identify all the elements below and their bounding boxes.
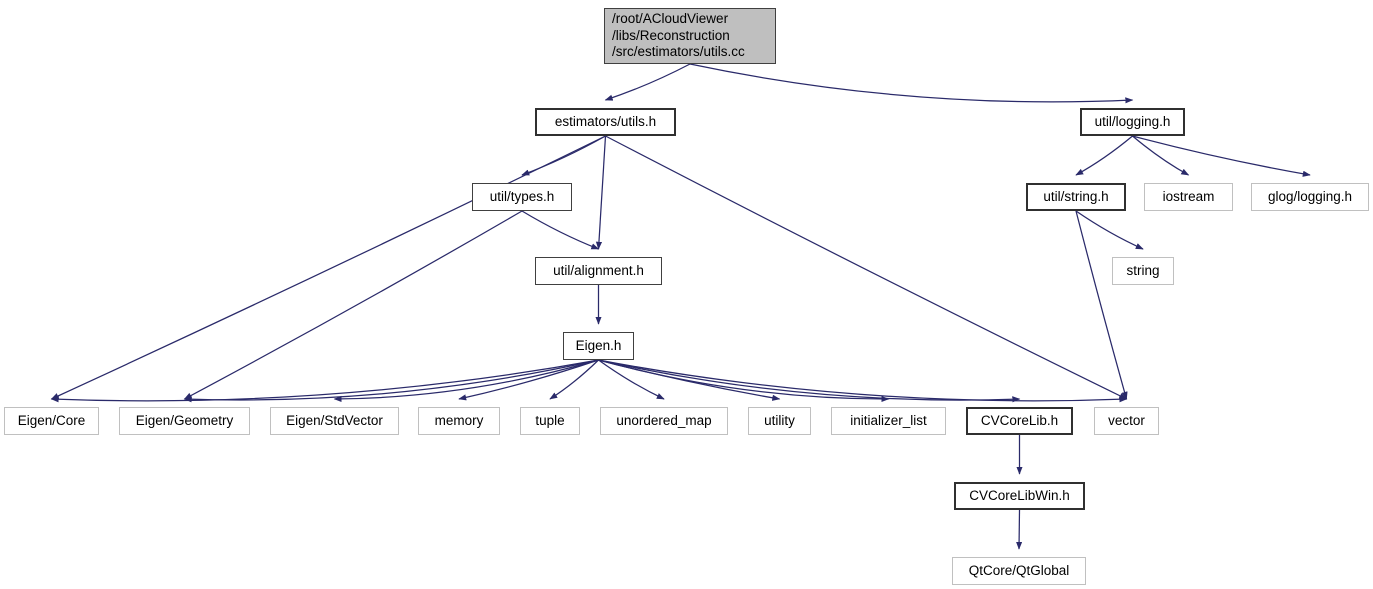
graph-edge-stringh-to-string — [1075, 210, 1144, 250]
graph-node-eigenh[interactable]: Eigen.h — [563, 332, 634, 360]
graph-edge-types-to-eigengeom — [183, 210, 523, 400]
graph-node-string[interactable]: string — [1112, 257, 1174, 285]
graph-node-stringh[interactable]: util/string.h — [1026, 183, 1126, 211]
graph-edge-root-to-logging — [689, 63, 1134, 104]
graph-node-root[interactable]: /root/ACloudViewer /libs/Reconstruction … — [604, 8, 776, 64]
graph-edge-eigenh-to-cvcorelib — [598, 359, 1021, 403]
graph-edge-eigenh-to-eigencore — [50, 359, 599, 403]
graph-edge-eigenh-to-eigenstdvec — [333, 359, 599, 403]
graph-node-qtglobal[interactable]: QtCore/QtGlobal — [952, 557, 1086, 585]
graph-node-estutils[interactable]: estimators/utils.h — [535, 108, 676, 136]
graph-edge-eigenh-to-unordered — [598, 359, 665, 400]
graph-node-eigengeom[interactable]: Eigen/Geometry — [119, 407, 250, 435]
graph-node-iostream[interactable]: iostream — [1144, 183, 1233, 211]
graph-node-unordered[interactable]: unordered_map — [600, 407, 728, 435]
graph-edge-eigenh-to-tuple — [549, 359, 599, 400]
graph-edge-stringh-to-vector — [1075, 210, 1128, 400]
graph-node-tuple[interactable]: tuple — [520, 407, 580, 435]
graph-node-alignment[interactable]: util/alignment.h — [535, 257, 662, 285]
graph-node-eigencore[interactable]: Eigen/Core — [4, 407, 99, 435]
graph-edge-eigenh-to-eigengeom — [183, 359, 599, 403]
graph-edge-estutils-to-types — [521, 135, 606, 176]
graph-node-vector[interactable]: vector — [1094, 407, 1159, 435]
graph-node-cvcorelib[interactable]: CVCoreLib.h — [966, 407, 1073, 435]
graph-edge-cvcorewin-to-qtglobal — [1016, 509, 1023, 550]
graph-node-logging[interactable]: util/logging.h — [1080, 108, 1185, 136]
graph-node-initlist[interactable]: initializer_list — [831, 407, 946, 435]
graph-edge-eigenh-to-initlist — [598, 359, 890, 403]
graph-edge-estutils-to-vector — [605, 135, 1128, 400]
graph-edge-logging-to-iostream — [1132, 135, 1190, 176]
graph-edge-estutils-to-alignment — [595, 135, 607, 250]
graph-edge-logging-to-stringh — [1075, 135, 1133, 176]
graph-node-eigenstdvec[interactable]: Eigen/StdVector — [270, 407, 399, 435]
graph-edge-types-to-alignment — [521, 210, 600, 250]
graph-edge-logging-to-gloglogging — [1132, 135, 1311, 177]
graph-edge-eigenh-to-vector — [598, 359, 1128, 403]
graph-node-memory[interactable]: memory — [418, 407, 500, 435]
graph-node-gloglogging[interactable]: glog/logging.h — [1251, 183, 1369, 211]
graph-node-utility[interactable]: utility — [748, 407, 811, 435]
graph-edge-root-to-estutils — [604, 63, 691, 101]
graph-node-cvcorewin[interactable]: CVCoreLibWin.h — [954, 482, 1085, 510]
graph-node-types[interactable]: util/types.h — [472, 183, 572, 211]
graph-edge-eigenh-to-memory — [458, 359, 599, 401]
